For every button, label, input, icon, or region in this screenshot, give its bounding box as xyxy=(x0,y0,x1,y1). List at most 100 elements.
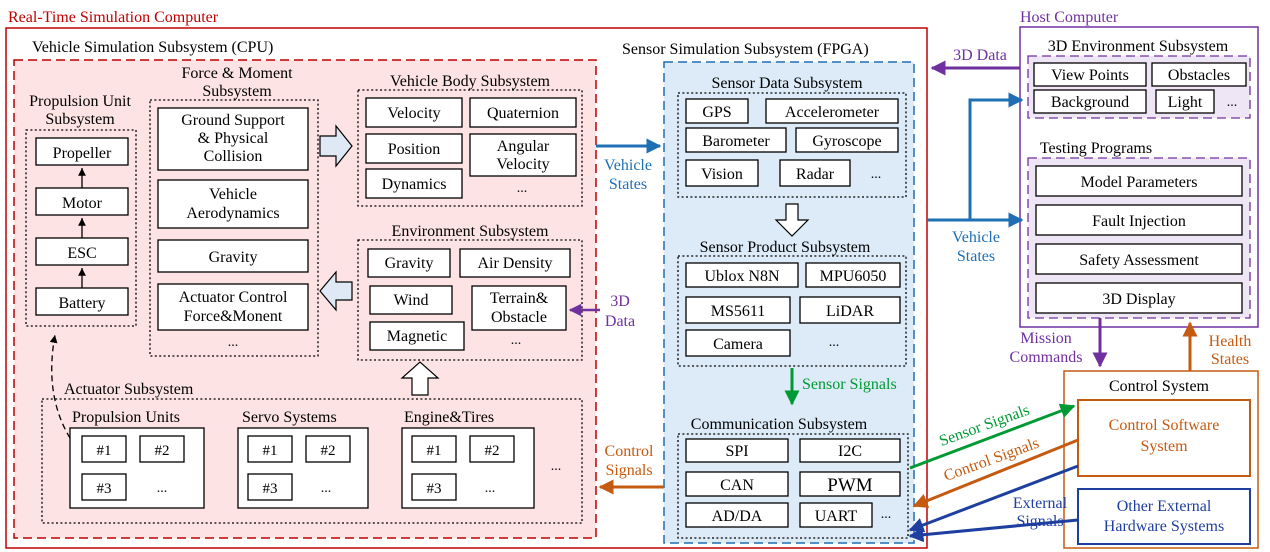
vehicle-states-host-arrow xyxy=(927,92,1024,222)
gps-label: GPS xyxy=(702,104,731,121)
background-box[interactable] xyxy=(1033,89,1147,114)
ublox-box[interactable] xyxy=(685,262,799,288)
view-points-box[interactable] xyxy=(1033,62,1147,87)
servo-1-box[interactable] xyxy=(247,435,293,463)
dynamics-box[interactable] xyxy=(365,168,463,199)
engine-3-label: #3 xyxy=(427,481,442,497)
gyroscope-label: Gyroscope xyxy=(812,133,881,150)
engine-3-box[interactable] xyxy=(411,473,457,501)
pu-1-label: #1 xyxy=(97,443,112,459)
dynamics-label: Dynamics xyxy=(382,176,447,193)
barometer-box[interactable] xyxy=(685,127,787,153)
battery-box[interactable] xyxy=(35,287,129,316)
vision-box[interactable] xyxy=(685,159,759,187)
can-label: CAN xyxy=(720,477,754,494)
gps-box[interactable] xyxy=(685,98,749,124)
mpu6050-box[interactable] xyxy=(805,262,901,288)
angular-velocity-line-1: Angular xyxy=(497,138,550,155)
ms5611-box[interactable] xyxy=(685,296,791,324)
can-box[interactable] xyxy=(685,471,789,497)
comm-ellipsis: ... xyxy=(881,507,892,522)
pwm-label: PWM xyxy=(827,475,873,496)
pwm-box[interactable] xyxy=(799,471,901,497)
velocity-label: Velocity xyxy=(387,105,440,122)
display3d-box[interactable] xyxy=(1035,282,1243,314)
position-box[interactable] xyxy=(365,133,463,164)
radar-label: Radar xyxy=(796,166,835,183)
light-box[interactable] xyxy=(1155,89,1215,114)
lidar-label: LiDAR xyxy=(826,303,874,320)
servo-3-box[interactable] xyxy=(247,473,293,501)
pu-1-box[interactable] xyxy=(81,435,127,463)
pu-2-box[interactable] xyxy=(139,435,185,463)
control-software-box[interactable] xyxy=(1077,399,1251,477)
propeller-box[interactable] xyxy=(35,137,129,166)
motor-box[interactable] xyxy=(35,187,129,216)
magnetic-box[interactable] xyxy=(369,321,465,351)
uart-box[interactable] xyxy=(799,502,873,528)
esc-label: ESC xyxy=(67,245,96,262)
obstacles-box[interactable] xyxy=(1151,62,1247,87)
angular-velocity-box[interactable] xyxy=(469,133,577,177)
propulsion-frame xyxy=(25,129,137,327)
comm-frame xyxy=(677,433,909,539)
external-1-arrow xyxy=(908,464,1079,533)
terrain-line-1: Terrain& xyxy=(490,290,549,307)
quaternion-box[interactable] xyxy=(469,97,577,128)
air-density-box[interactable] xyxy=(459,248,571,278)
other-hardware-box[interactable] xyxy=(1077,488,1251,545)
position-label: Position xyxy=(388,141,440,158)
data3d-mid-2: Data xyxy=(605,313,635,330)
body-ellipsis: ... xyxy=(517,181,528,196)
background-label: Background xyxy=(1051,94,1129,111)
accelerometer-box[interactable] xyxy=(765,98,899,124)
sensor-signals-internal-label: Sensor Signals xyxy=(802,376,897,393)
adda-box[interactable] xyxy=(685,502,789,528)
terrain-box[interactable] xyxy=(471,285,567,331)
servo-2-box[interactable] xyxy=(305,435,351,463)
safety-assessment-box[interactable] xyxy=(1035,243,1243,275)
force-frame xyxy=(149,99,319,357)
actuator-force-box[interactable] xyxy=(157,283,309,331)
engine-2-box[interactable] xyxy=(469,435,515,463)
vehicle-states-left-1: Vehicle xyxy=(604,157,652,174)
air-density-label: Air Density xyxy=(477,255,552,272)
engine-1-box[interactable] xyxy=(411,435,457,463)
radar-box[interactable] xyxy=(779,159,851,187)
vehicle-subsystem-title: Vehicle Simulation Subsystem (CPU) xyxy=(32,39,273,56)
aerodynamics-box[interactable] xyxy=(157,179,309,229)
aerodynamics-line-1: Vehicle xyxy=(209,186,257,203)
velocity-box[interactable] xyxy=(365,97,463,128)
sensor-signals-ext-arrow xyxy=(909,403,1076,470)
vision-label: Vision xyxy=(701,166,743,183)
force-gravity-box[interactable] xyxy=(157,239,309,273)
data3d-mid-1: 3D xyxy=(610,293,630,310)
i2c-box[interactable] xyxy=(799,438,901,463)
env-gravity-box[interactable] xyxy=(367,248,451,278)
wind-box[interactable] xyxy=(369,285,453,315)
i2c-label: I2C xyxy=(838,443,862,460)
pu-3-label: #3 xyxy=(97,481,112,497)
env3d-title: 3D Environment Subsystem xyxy=(1048,38,1229,55)
control-system-title: Control System xyxy=(1109,378,1210,395)
light-label: Light xyxy=(1168,94,1203,111)
ground-support-box[interactable] xyxy=(157,107,309,171)
sensor-subsystem-title: Sensor Simulation Subsystem (FPGA) xyxy=(622,41,869,58)
host-computer-title: Host Computer xyxy=(1020,9,1119,26)
gyroscope-box[interactable] xyxy=(795,127,899,153)
actuator-title: Actuator Subsystem xyxy=(64,381,194,398)
ground-support-line-3: Collision xyxy=(204,148,263,165)
camera-label: Camera xyxy=(713,336,763,353)
external-signals-1: External xyxy=(1013,495,1068,512)
camera-box[interactable] xyxy=(685,329,791,357)
model-parameters-box[interactable] xyxy=(1035,165,1243,197)
env-gravity-label: Gravity xyxy=(385,255,434,272)
pu-3-box[interactable] xyxy=(81,473,127,501)
ground-support-line-1: Ground Support xyxy=(181,112,285,129)
safety-assessment-label: Safety Assessment xyxy=(1079,252,1199,269)
env-to-force-hollow-arrow xyxy=(319,270,353,312)
data-to-product-hollow-arrow xyxy=(774,203,810,237)
spi-box[interactable] xyxy=(685,438,789,463)
lidar-box[interactable] xyxy=(799,296,901,324)
fault-injection-box[interactable] xyxy=(1035,204,1243,236)
